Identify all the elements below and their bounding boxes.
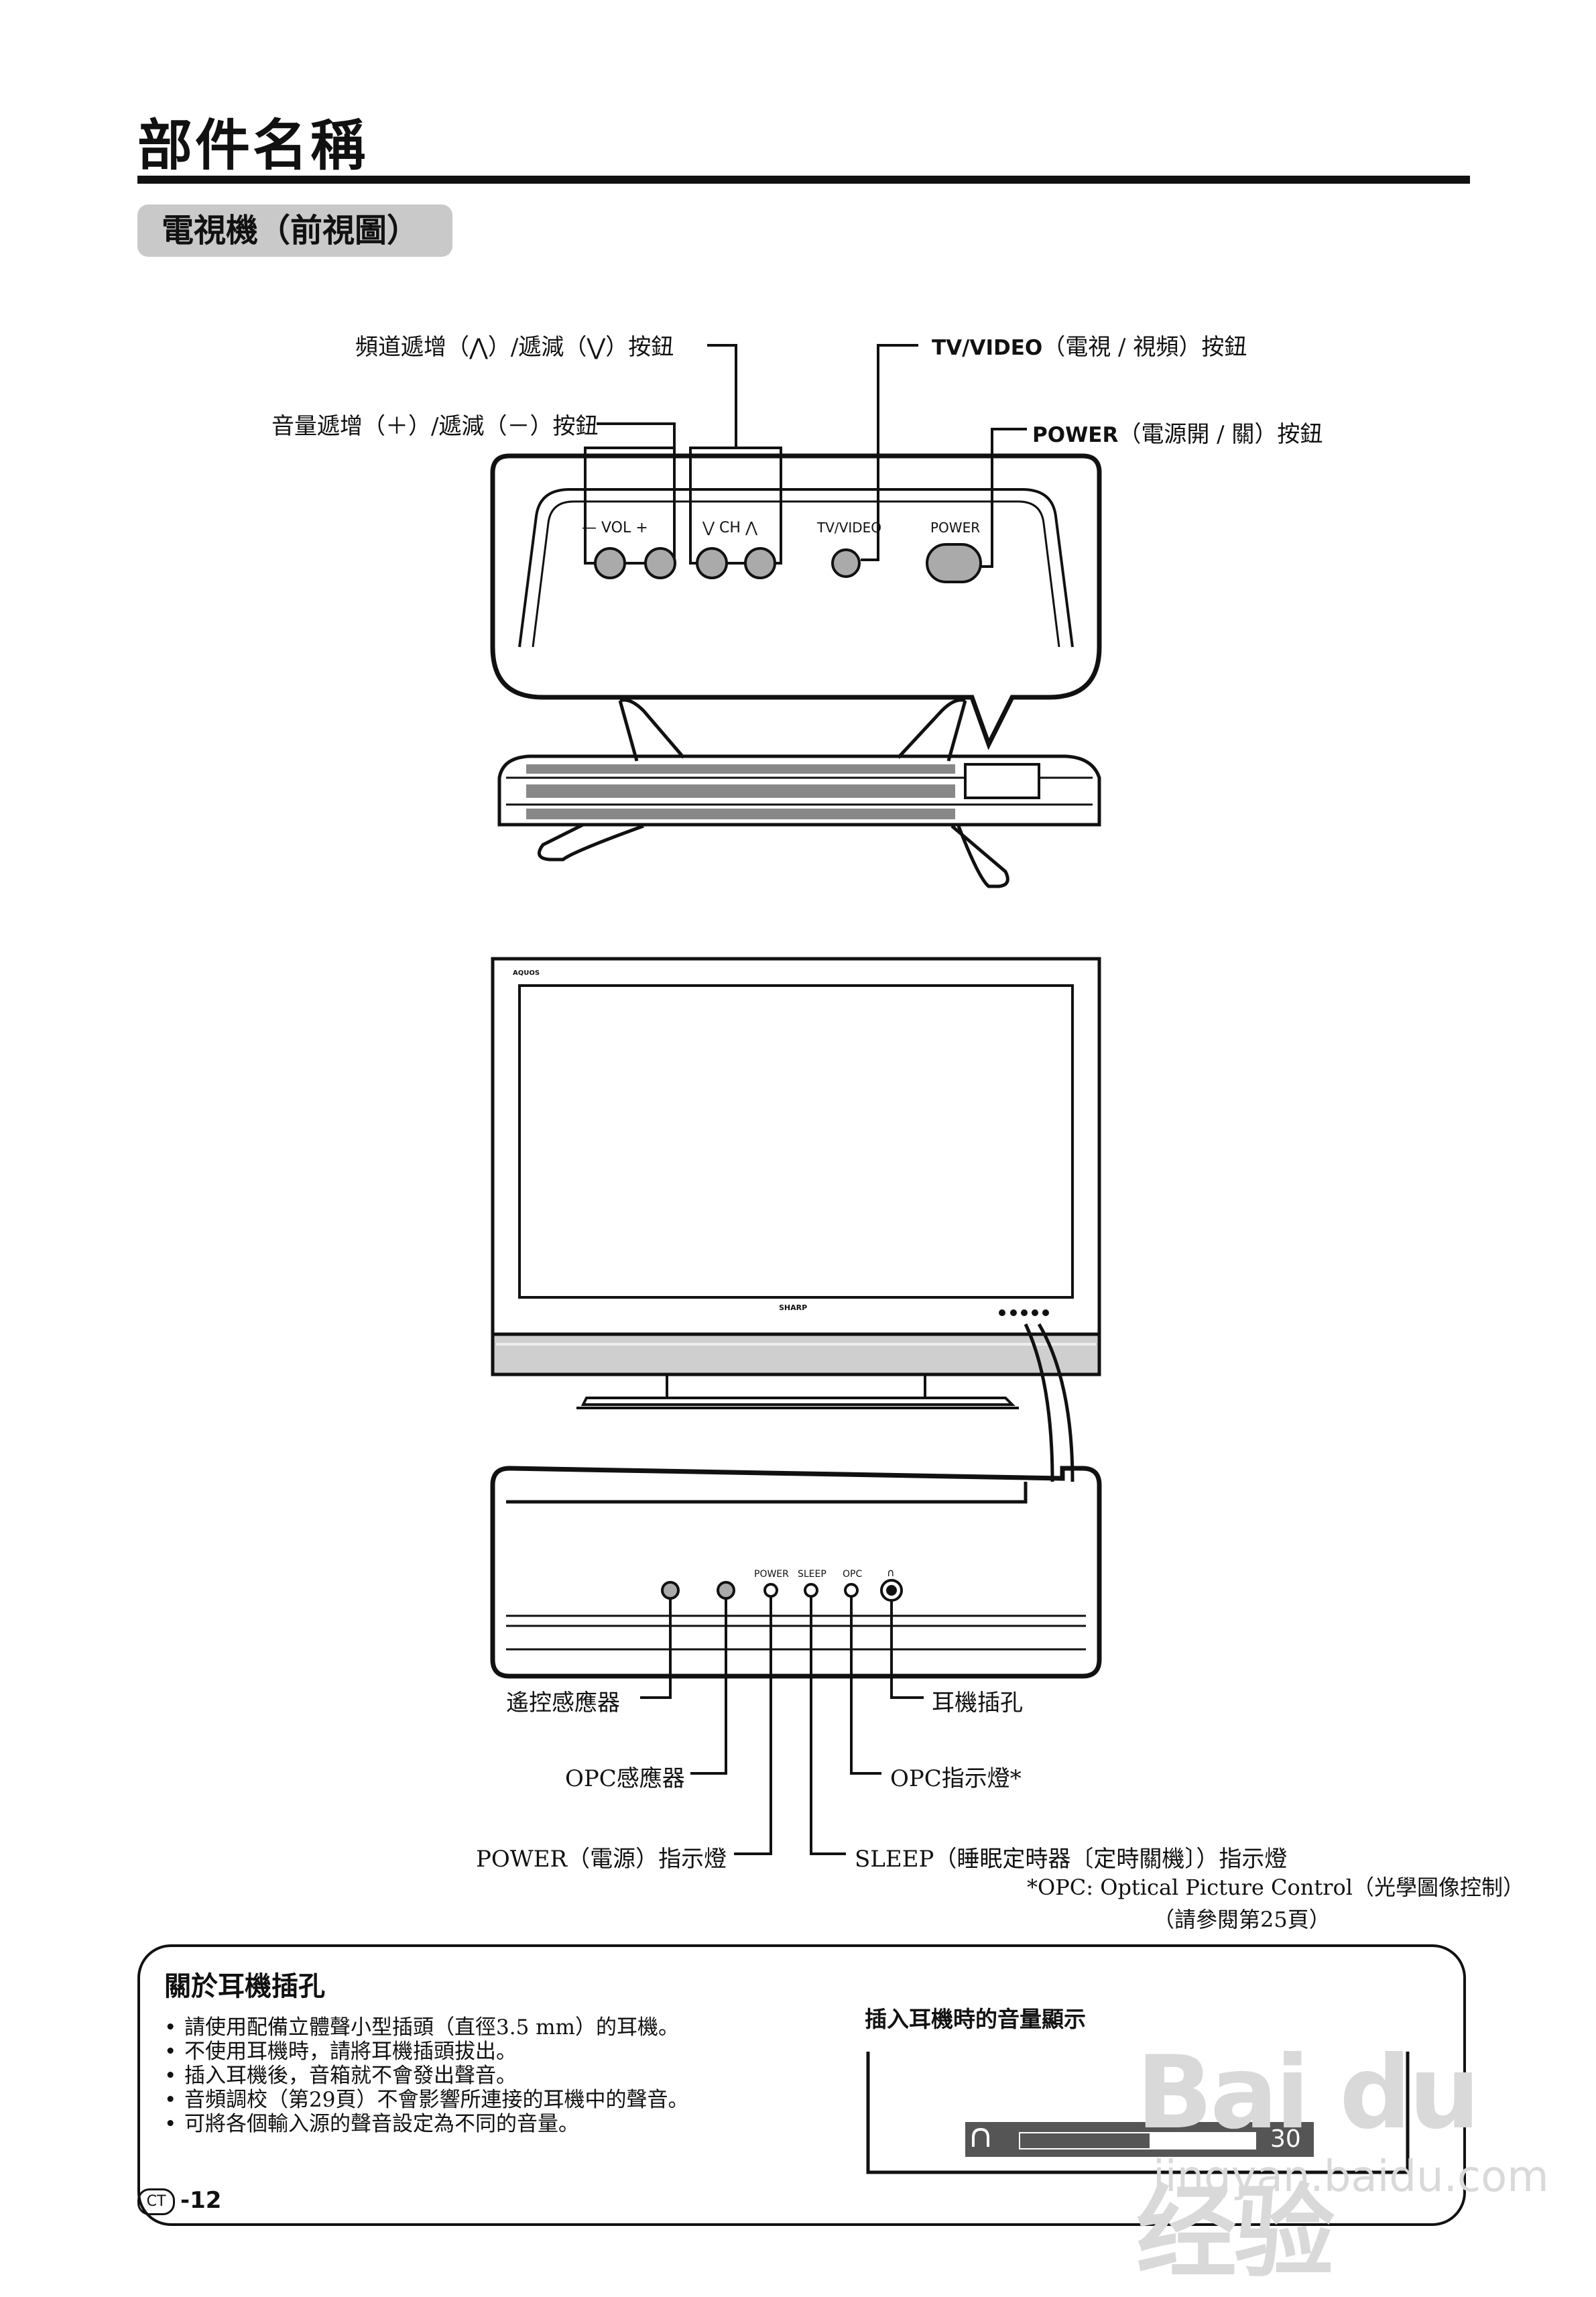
power-button-label: POWER（電源開 / 關）按鈕 [1032, 416, 1323, 449]
headphone-jack-label: 耳機插孔 [932, 1690, 1023, 1716]
top-leader-lines [584, 344, 1027, 568]
tv-video-button-label: TV/VIDEO（電視 / 視頻）按鈕 [932, 329, 1247, 361]
front-power-label: POWER [754, 1569, 789, 1580]
ct-badge: CT [137, 2188, 175, 2215]
power-label-suffix: （電源開 / 關）按鈕 [1118, 421, 1323, 448]
panel-vol-label: — VOL + [582, 520, 648, 536]
headphone-icon [971, 2127, 991, 2151]
footnote-page-ref: （請參閱第25頁） [1153, 1907, 1331, 1932]
front-opc-label: OPC [843, 1569, 863, 1580]
tv-video-label-prefix: TV/VIDEO [932, 336, 1043, 360]
note-bullet: 可將各個輸入源的聲音設定為不同的音量。 [164, 2107, 579, 2137]
front-sleep-label: SLEEP [798, 1569, 826, 1580]
power-indicator-label: POWER（電源）指示燈 [476, 1846, 727, 1873]
tv-front-view [491, 957, 1101, 1482]
volume-bar-fill [1020, 2133, 1150, 2148]
watermark-url: jingyan.baidu.com [1153, 2152, 1549, 2202]
ch-button-label: 頻道遞增（⋀）/遞減（⋁）按鈕 [355, 334, 674, 361]
page-number: CT-12 [137, 2187, 221, 2215]
headphone-note-box [137, 1944, 1466, 2226]
section-heading: 電視機（前視圖） [137, 204, 452, 257]
sharp-logo: SHARP [779, 1303, 808, 1312]
opc-indicator-label: OPC指示燈* [890, 1765, 1022, 1792]
panel-power-label: POWER [930, 520, 981, 536]
volume-value: 30 [1270, 2125, 1301, 2153]
volume-display-title: 插入耳機時的音量顯示 [865, 2006, 1086, 2032]
opc-sensor-label: OPC感應器 [565, 1765, 685, 1792]
bottom-leader-lines [640, 1596, 924, 1855]
panel-tv-video-label: TV/VIDEO [817, 520, 881, 536]
tv-video-label-suffix: （電視 / 視頻）按鈕 [1042, 334, 1247, 361]
sleep-indicator-label: SLEEP（睡眠定時器〔定時關機〕）指示燈 [855, 1846, 1288, 1873]
page-number-text: -12 [180, 2187, 222, 2214]
footnote-opc: *OPC: Optical Picture Control（光學圖像控制） [1027, 1875, 1525, 1900]
volume-bar-track [1019, 2132, 1256, 2149]
button-panel-closeup [490, 453, 1102, 750]
headphone-icon: ∩ [887, 1566, 895, 1579]
page-title: 部件名稱 [137, 114, 369, 178]
vol-button-label: 音量遞增（＋）/遞減（－）按鈕 [271, 413, 599, 440]
tv-top-view [497, 698, 1101, 888]
panel-ch-label: ⋁ CH ⋀ [702, 520, 757, 536]
note-title: 關於耳機插孔 [164, 1971, 325, 2002]
aquos-logo: AQUOS [513, 969, 540, 977]
remote-sensor-label: 遙控感應器 [506, 1690, 620, 1716]
title-rule [137, 176, 1470, 184]
indicator-panel-closeup [490, 1466, 1102, 1679]
power-label-prefix: POWER [1032, 423, 1119, 447]
